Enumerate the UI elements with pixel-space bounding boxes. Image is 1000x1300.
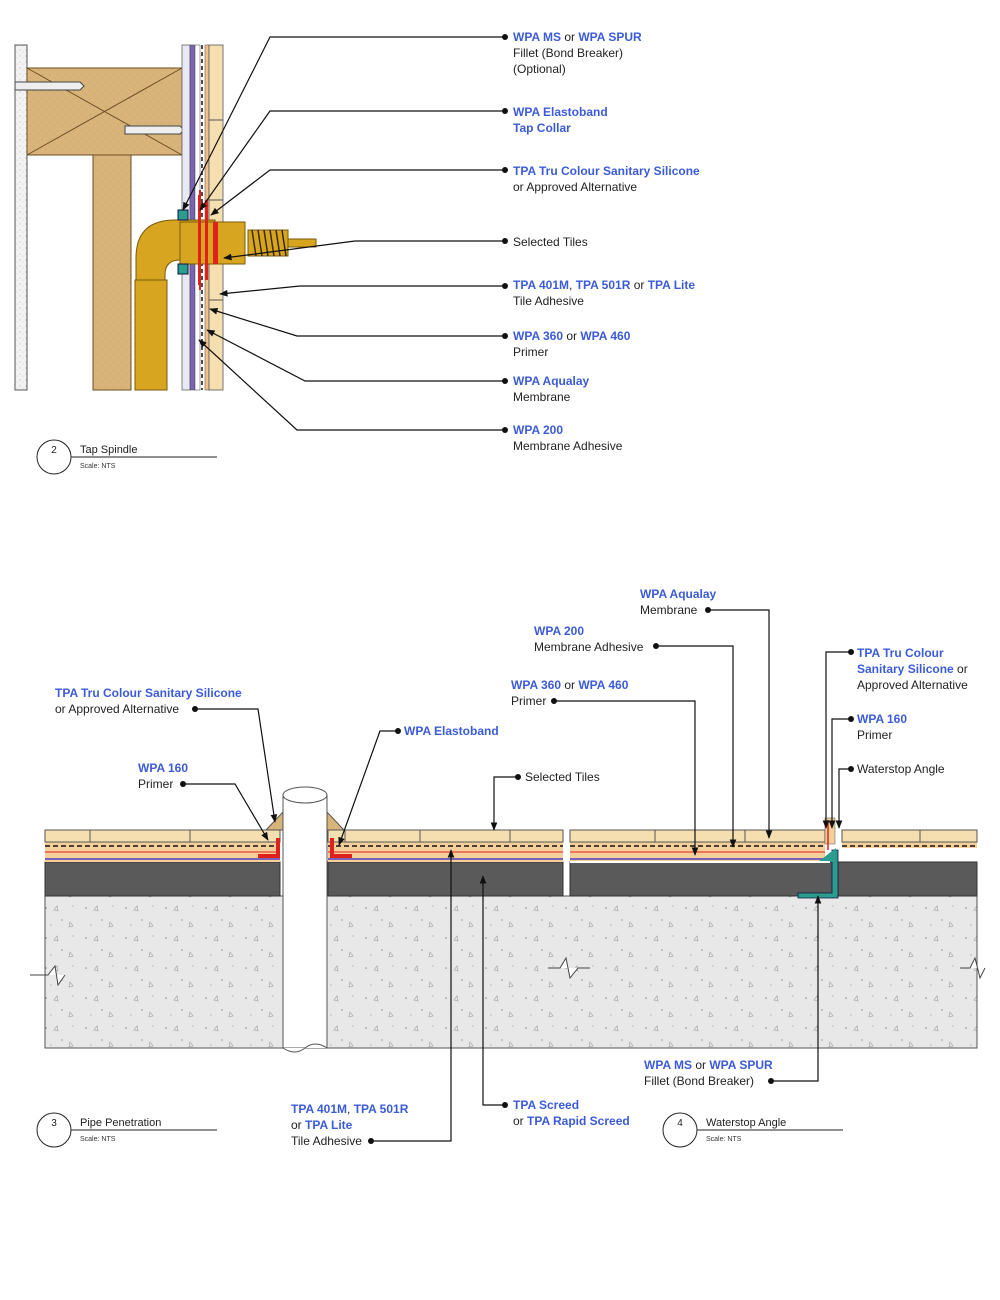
label-screed: TPA Screed or TPA Rapid Screed [513,1098,630,1128]
caption-number-3: 3 [51,1118,57,1129]
label-fillet: WPA MS or WPA SPUR Fillet (Bond Breaker) [644,1058,773,1088]
plasterboard-panel [14,44,28,391]
tap-spindle [287,238,317,248]
label-aqualay: WPA Aqualay Membrane [640,587,717,617]
label-elastoband: WPA Elastoband [404,724,499,738]
label-wpa200-top: WPA 200 Membrane Adhesive [513,423,623,453]
floor-leader-dots [180,607,854,1144]
label-tiles: Selected Tiles [525,770,600,784]
label-wpa160-left: WPA 160 Primer [138,761,189,791]
caption-scale-waterstop: Scale: NTS [706,1136,742,1143]
label-primer360: WPA 360 or WPA 460 Primer [511,678,629,708]
fillet-block [177,209,189,221]
caption-scale-pipe: Scale: NTS [80,1136,116,1143]
label-adhesive-top: TPA 401M, TPA 501R or TPA Lite Tile Adhe… [513,278,696,308]
label-aqualay-top: WPA Aqualay Membrane [513,374,590,404]
screed-layer [44,861,281,897]
tap-leader-dots [502,34,508,433]
caption-title-pipe: Pipe Penetration [80,1117,162,1129]
tap-leaders [182,36,504,431]
tap-body [179,221,246,265]
caption-number-4: 4 [677,1118,683,1129]
concrete-slab [44,895,978,1049]
label-wpa200: WPA 200 Membrane Adhesive [534,624,644,654]
timber-stud [92,154,132,391]
label-silicone-right: TPA Tru Colour Sanitary Silicone or Appr… [857,646,968,692]
label-wpa160-right: WPA 160 Primer [857,712,908,742]
floor-leaders [183,609,851,1142]
wall-tiles [208,44,224,391]
label-fillet-top: WPA MS or WPA SPUR Fillet (Bond Breaker)… [513,30,642,76]
label-silicone-top: TPA Tru Colour Sanitary Silicone or Appr… [513,164,700,194]
label-elastoband-top: WPA Elastoband Tap Collar [513,105,608,135]
label-primer-top: WPA 360 or WPA 460 Primer [513,329,631,359]
pipe [282,794,328,1049]
caption-title-tap: Tap Spindle [80,444,138,456]
caption-scale-tap: Scale: NTS [80,463,116,470]
floor-tiles [44,829,978,843]
label-silicone-left: TPA Tru Colour Sanitary Silicone or Appr… [55,686,242,716]
label-adhesive: TPA 401M, TPA 501R or TPA Lite Tile Adhe… [291,1102,409,1148]
caption-number-2: 2 [51,445,57,456]
floor-detail [30,786,986,1053]
caption-title-waterstop: Waterstop Angle [706,1117,787,1129]
label-waterstop: Waterstop Angle [857,762,945,776]
label-tiles-top: Selected Tiles [513,235,588,249]
tap-spindle-detail [14,44,317,391]
